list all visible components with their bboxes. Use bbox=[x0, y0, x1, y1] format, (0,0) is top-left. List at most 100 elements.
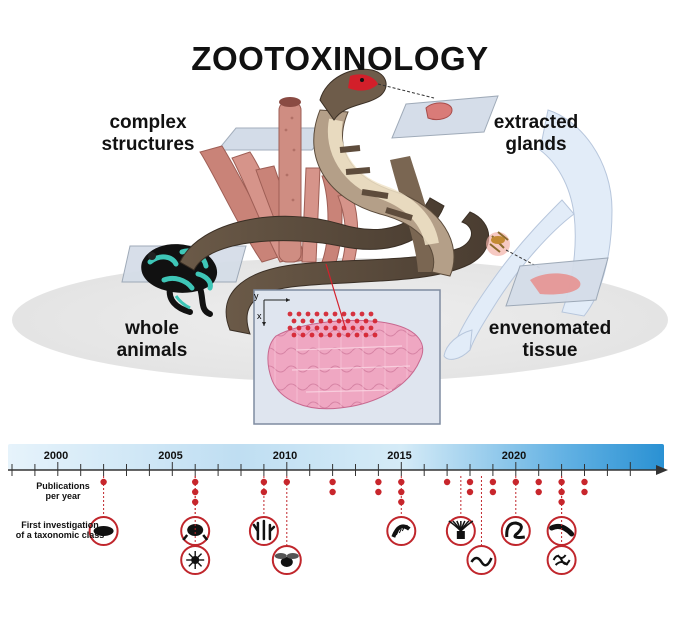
maldi-spot-grid bbox=[287, 311, 378, 338]
row-label-publications: Publications per year bbox=[18, 481, 108, 501]
fly-icon bbox=[271, 545, 302, 575]
maldi-spot bbox=[372, 332, 378, 338]
year-label: 2005 bbox=[158, 450, 182, 462]
publication-dot bbox=[375, 478, 382, 486]
publication-dot bbox=[375, 488, 382, 496]
year-label: 2015 bbox=[387, 450, 411, 462]
maldi-spot bbox=[318, 332, 324, 338]
tissue-section-panel bbox=[253, 289, 441, 425]
flatworm-icon bbox=[88, 516, 119, 546]
maldi-spot bbox=[359, 325, 365, 331]
maldi-spot bbox=[309, 332, 315, 338]
maldi-spot bbox=[354, 318, 360, 324]
maldi-spot bbox=[368, 311, 374, 317]
label-line: complex bbox=[109, 112, 187, 133]
row-label-line: per year bbox=[45, 491, 81, 501]
publication-dot bbox=[329, 488, 336, 496]
worm-icon bbox=[466, 545, 497, 575]
maldi-spot bbox=[336, 332, 342, 338]
maldi-spot bbox=[327, 318, 333, 324]
maldi-spot bbox=[296, 311, 302, 317]
label-line: glands bbox=[505, 134, 567, 155]
centipede-icon bbox=[386, 516, 417, 546]
year-label: 2010 bbox=[273, 450, 297, 462]
label-whole-animals: whole animals bbox=[82, 318, 222, 362]
row-label-first-investigation: First investigation of a taxonomic class bbox=[4, 520, 116, 540]
maldi-spot bbox=[359, 311, 365, 317]
maldi-spot bbox=[350, 311, 356, 317]
timeline-gradient-bar bbox=[8, 444, 664, 470]
row-label-line: Publications bbox=[36, 481, 90, 491]
snake-icon bbox=[500, 516, 531, 546]
maldi-spot bbox=[345, 318, 351, 324]
publication-dot bbox=[581, 488, 588, 496]
label-line: tissue bbox=[522, 340, 578, 361]
maldi-spot bbox=[323, 325, 329, 331]
maldi-spot bbox=[363, 332, 369, 338]
maldi-spot bbox=[309, 318, 315, 324]
publications-dots bbox=[100, 478, 588, 506]
axis-label-y: y bbox=[254, 291, 259, 301]
maldi-spot bbox=[372, 318, 378, 324]
nematode-tangle-icon bbox=[546, 545, 577, 575]
label-line: animals bbox=[116, 340, 188, 361]
timeline-ticks: 2000 2005 2010 2015 2020 bbox=[11, 450, 631, 476]
maldi-spot bbox=[354, 332, 360, 338]
maldi-spot bbox=[305, 311, 311, 317]
publication-dot bbox=[466, 478, 474, 486]
publication-dot bbox=[443, 478, 451, 486]
page-title: ZOOTOXINOLOGY bbox=[191, 40, 489, 77]
publication-dot bbox=[489, 478, 497, 486]
maldi-spot bbox=[336, 318, 342, 324]
maldi-spot bbox=[296, 325, 302, 331]
publication-dot bbox=[535, 478, 542, 486]
coral-icon bbox=[248, 516, 279, 546]
year-label: 2020 bbox=[502, 450, 526, 462]
laser-beam bbox=[325, 263, 347, 331]
taxonomic-icons bbox=[88, 476, 577, 575]
publication-dot bbox=[329, 478, 336, 486]
label-line: envenomated bbox=[488, 318, 612, 339]
maldi-spot bbox=[327, 332, 333, 338]
sea-anemone-icon bbox=[445, 516, 476, 546]
maldi-spot bbox=[291, 318, 297, 324]
maldi-spot bbox=[305, 325, 311, 331]
maldi-spot bbox=[287, 311, 293, 317]
maldi-spot bbox=[345, 332, 351, 338]
maldi-spot bbox=[341, 311, 347, 317]
maldi-spot bbox=[323, 311, 329, 317]
maldi-spot bbox=[318, 318, 324, 324]
frog-icon bbox=[180, 516, 211, 546]
maldi-spot bbox=[287, 325, 293, 331]
label-envenomated-tissue: envenomated tissue bbox=[450, 318, 650, 362]
label-line: structures bbox=[101, 134, 195, 155]
row-label-line: First investigation bbox=[21, 520, 99, 530]
maldi-spot bbox=[363, 318, 369, 324]
maldi-spot bbox=[300, 318, 306, 324]
label-line: whole bbox=[125, 318, 179, 339]
maldi-spot bbox=[350, 325, 356, 331]
publication-dot bbox=[489, 488, 497, 496]
slide-extracted-glands bbox=[377, 83, 499, 139]
spider-icon bbox=[180, 545, 211, 575]
axis-label-x: x bbox=[257, 311, 262, 321]
slide-envenomated-tissue bbox=[505, 249, 609, 307]
maldi-spot bbox=[332, 325, 338, 331]
timeline-arrow bbox=[656, 465, 668, 475]
publication-dot bbox=[466, 488, 474, 496]
maldi-spot bbox=[314, 311, 320, 317]
cobra-snake-illustration bbox=[179, 68, 490, 335]
publication-dot bbox=[581, 478, 588, 486]
label-extracted-glands: extracted glands bbox=[466, 112, 606, 156]
maldi-spot bbox=[314, 325, 320, 331]
maldi-spot bbox=[300, 332, 306, 338]
publication-dot bbox=[535, 488, 542, 496]
label-complex-structures: complex structures bbox=[78, 112, 218, 156]
maldi-spot bbox=[332, 311, 338, 317]
year-label: 2000 bbox=[44, 450, 68, 462]
maldi-spot bbox=[368, 325, 374, 331]
maldi-spot bbox=[291, 332, 297, 338]
row-label-line: of a taxonomic class bbox=[15, 530, 105, 540]
label-line: extracted bbox=[493, 112, 579, 133]
